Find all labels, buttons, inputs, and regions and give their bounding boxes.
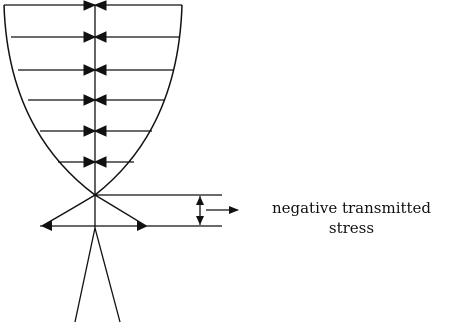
right-arrowhead-marker	[137, 221, 148, 231]
lower-leg-right	[94, 227, 121, 323]
negative-curve-left	[41, 194, 96, 227]
envelope-left-curve	[3, 4, 96, 196]
lower-leg-left	[74, 227, 96, 323]
bowtie-marker-1	[83, 0, 107, 11]
bowtie-marker-2	[83, 31, 107, 43]
left-arrowhead-marker	[41, 221, 52, 231]
annotation-label-line2: stress	[328, 219, 375, 237]
annotation-label-line1: negative transmitted	[271, 199, 432, 217]
bowtie-marker-5	[83, 125, 107, 137]
bowtie-marker-6	[83, 156, 107, 168]
negative-curve-right	[94, 194, 147, 227]
bowtie-markers	[83, 0, 107, 168]
bowtie-marker-3	[83, 64, 107, 76]
bowtie-marker-4	[83, 94, 107, 106]
dimension-arrow-top-head	[196, 196, 204, 205]
dimension-arrow-bottom-head	[196, 216, 204, 225]
envelope-right-curve	[94, 4, 183, 196]
